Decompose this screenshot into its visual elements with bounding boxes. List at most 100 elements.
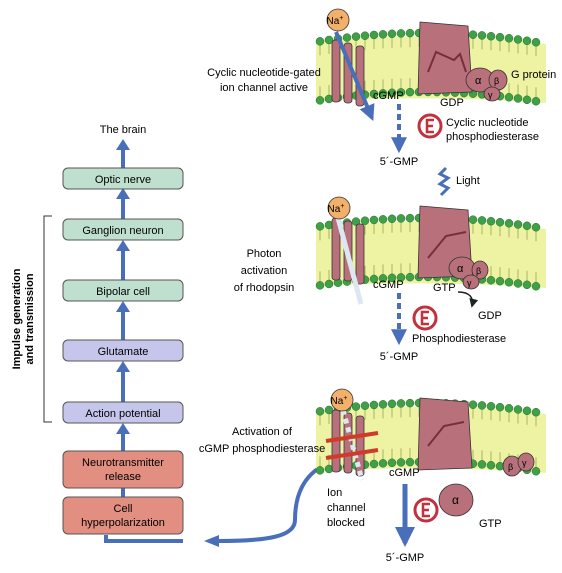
neurotransmitter-release-label-1: Neurotransmitter bbox=[82, 457, 164, 469]
channel-block-bar bbox=[325, 431, 379, 443]
lipid-head bbox=[351, 402, 361, 411]
feedback-arrow bbox=[217, 457, 340, 543]
lipid-head bbox=[387, 88, 397, 98]
lipid-head bbox=[468, 215, 478, 224]
bipolar-cell-label: Bipolar cell bbox=[96, 286, 150, 298]
flow-arrowhead bbox=[116, 188, 130, 199]
flow-arrowhead bbox=[116, 423, 130, 434]
cell-hyperpolarization-label-1: Cell bbox=[114, 503, 133, 515]
beta-label: β bbox=[508, 462, 513, 472]
lipid-head bbox=[504, 93, 514, 102]
lipid-head bbox=[387, 29, 397, 39]
action-potential-box bbox=[62, 401, 184, 424]
flow-arrowhead bbox=[116, 301, 130, 312]
lipid-head bbox=[477, 216, 487, 225]
lipid-head bbox=[513, 279, 523, 288]
product-label: 5´-GMP bbox=[380, 156, 419, 168]
lipid-head bbox=[531, 96, 541, 106]
product-label: 5´-GMP bbox=[386, 552, 425, 564]
panel2-caption-1: Photon bbox=[247, 248, 282, 260]
channel-subunit bbox=[355, 223, 365, 285]
product-label: 5´-GMP bbox=[380, 351, 419, 363]
gdp-label: GDP bbox=[440, 97, 464, 109]
panel1-caption-1: Cyclic nucleotide-gated bbox=[207, 67, 321, 79]
g-protein-label: G protein bbox=[511, 69, 556, 81]
optic-nerve-label: Optic nerve bbox=[95, 174, 151, 186]
light-zigzag-icon bbox=[437, 166, 451, 197]
lipid-head bbox=[486, 401, 496, 411]
reduced-ion-flow bbox=[334, 213, 364, 305]
lipid-head bbox=[495, 276, 505, 286]
lipid-head bbox=[360, 216, 370, 225]
channel-subunit bbox=[355, 415, 365, 477]
rhodopsin-activated bbox=[417, 397, 473, 471]
lipid-head bbox=[396, 29, 406, 38]
lipid-head bbox=[522, 36, 532, 46]
lipid-head bbox=[495, 402, 505, 412]
lipid-head bbox=[522, 221, 532, 231]
ganglion-neuron-label: Ganglion neuron bbox=[82, 225, 163, 237]
gtp-label: GTP bbox=[479, 518, 502, 530]
lipid-head bbox=[378, 89, 388, 98]
ion-flow-arrow bbox=[334, 31, 375, 121]
lipid-head bbox=[378, 274, 388, 283]
lipid-head bbox=[405, 213, 415, 223]
lipid-head bbox=[531, 37, 541, 47]
lipid-head bbox=[378, 459, 388, 468]
panel3-caption-2: cGMP phosphodiesterase bbox=[199, 443, 325, 455]
gamma-label: γ bbox=[467, 278, 472, 288]
lipid-head bbox=[378, 30, 388, 39]
alpha-label: α bbox=[475, 75, 482, 87]
lipid-head bbox=[369, 30, 379, 40]
lipid-head bbox=[315, 37, 325, 46]
lipid-head bbox=[468, 30, 478, 39]
sodium-ion bbox=[326, 8, 350, 32]
lipid-head bbox=[315, 96, 325, 105]
blocked-label-1: Ion bbox=[327, 487, 342, 499]
lipid-head bbox=[315, 407, 325, 416]
lipid-head bbox=[369, 89, 379, 99]
lipid-head bbox=[396, 273, 406, 282]
lipid-head bbox=[360, 401, 370, 410]
lipid-head bbox=[387, 399, 397, 409]
channel-subunit bbox=[331, 39, 341, 103]
lipid-head bbox=[351, 32, 361, 41]
lipid-head bbox=[486, 275, 496, 285]
sodium-ion bbox=[327, 196, 351, 220]
lipid-head bbox=[324, 279, 334, 289]
g-protein-alpha-bound bbox=[438, 483, 474, 517]
neurotransmitter-release-box bbox=[62, 450, 184, 489]
lipid-head bbox=[531, 222, 541, 232]
lipid-head bbox=[378, 215, 388, 224]
sodium-ion bbox=[330, 388, 354, 412]
lipid-head bbox=[531, 281, 541, 291]
cgmp-label: cGMP bbox=[373, 279, 404, 291]
gdp-release-arrow bbox=[457, 291, 479, 308]
lipid-head bbox=[324, 405, 334, 415]
feedback-base-line bbox=[104, 535, 183, 543]
lipid-head bbox=[468, 400, 478, 409]
lipid-head bbox=[405, 457, 415, 467]
lipid-head bbox=[504, 219, 514, 228]
retinal-chromophore-activated bbox=[427, 231, 467, 259]
gtp-label: GTP bbox=[433, 282, 456, 294]
panel2-caption-3: of rhodopsin bbox=[234, 282, 295, 294]
brain-label: The brain bbox=[100, 124, 146, 136]
action-potential-label: Action potential bbox=[85, 408, 160, 420]
pde-glyph bbox=[425, 118, 434, 134]
cell-hyperpolarization-label-2: hyperpolarization bbox=[81, 517, 165, 529]
signal-flow-chain: The brain Optic nerve Ganglion neuron Bi… bbox=[11, 124, 340, 547]
lipid-head bbox=[405, 87, 415, 97]
lipid-head bbox=[324, 35, 334, 45]
lipid-head bbox=[396, 88, 406, 97]
g-protein-gamma bbox=[517, 452, 535, 472]
flow-arrows bbox=[116, 139, 130, 497]
lipid-head bbox=[369, 274, 379, 284]
rhodopsin bbox=[417, 21, 473, 95]
lipid-head bbox=[405, 28, 415, 38]
pde-label: Phosphodiesterase bbox=[412, 333, 506, 345]
panel2-caption-2: activation bbox=[241, 265, 287, 277]
sodium-label: Na+ bbox=[331, 395, 348, 407]
